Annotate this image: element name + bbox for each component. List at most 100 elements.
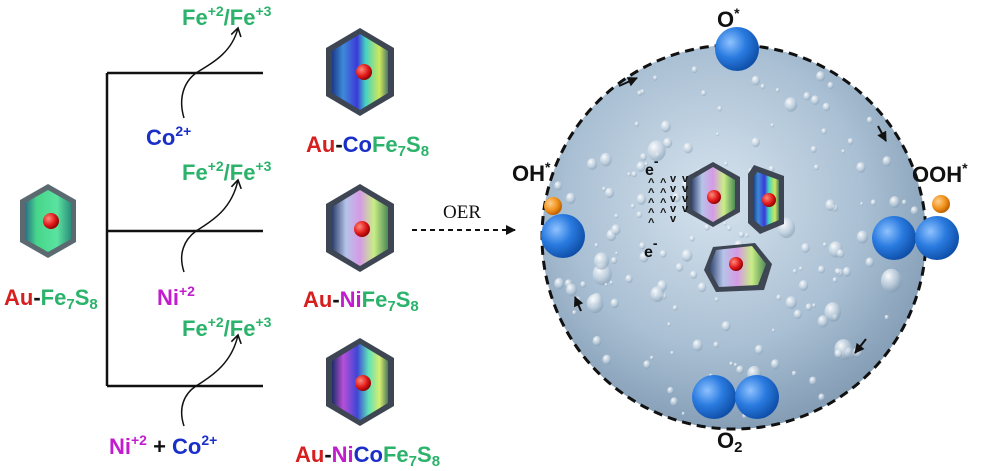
water-droplet [689, 235, 695, 242]
water-droplet [723, 221, 727, 226]
water-droplet [660, 120, 671, 133]
ooh-star-label: OOH* [912, 160, 968, 187]
inner-nanoparticle-tilted [748, 165, 784, 234]
water-droplet [771, 328, 776, 333]
water-droplet [811, 95, 820, 106]
released-ions-label-2: Fe+2/Fe+3 [182, 158, 272, 185]
water-droplet [910, 206, 919, 216]
released-ions-label-1: Fe+2/Fe+3 [182, 3, 272, 30]
water-droplet [733, 362, 738, 367]
released-ions-label-3: Fe+2/Fe+3 [182, 314, 272, 341]
water-droplet [882, 156, 892, 167]
water-droplet [565, 283, 577, 297]
water-droplet [792, 268, 797, 274]
water-droplet [760, 83, 766, 90]
oxygen-atom [692, 375, 736, 419]
water-droplet [798, 280, 809, 291]
svg-text:^: ^ [648, 197, 655, 209]
water-droplet [738, 231, 745, 238]
product-nanoparticle-co [326, 28, 394, 116]
water-droplet [714, 297, 719, 302]
water-droplet [865, 257, 875, 268]
fe-text: Fe [40, 285, 67, 310]
water-droplet [554, 277, 565, 290]
water-droplet [667, 322, 671, 327]
svg-text:^: ^ [648, 177, 655, 189]
water-droplet [717, 105, 723, 112]
water-droplet [824, 302, 841, 322]
water-droplet [841, 149, 845, 154]
oxygen-atom [715, 27, 759, 71]
reagent-label-1: Co2+ [146, 123, 192, 150]
cycle-arrow-top-left [618, 77, 638, 87]
water-droplet [592, 336, 602, 347]
water-droplet [634, 121, 640, 127]
water-droplet [847, 138, 854, 145]
water-droplet [650, 286, 664, 303]
electron-label-bottom: e- [644, 235, 658, 261]
water-droplet [716, 132, 720, 137]
reaction-arrow-1 [180, 26, 242, 119]
water-droplet [643, 360, 651, 369]
water-droplet [672, 305, 678, 311]
water-droplet [745, 233, 749, 238]
cycle-arrow-top-right [877, 125, 887, 142]
water-droplet [636, 161, 646, 172]
water-droplet [834, 349, 843, 359]
water-droplet [611, 257, 618, 264]
svg-text:v: v [682, 193, 689, 205]
water-droplet [670, 350, 674, 356]
water-droplet [832, 277, 838, 283]
reagent-label-3: Ni+2 + Co2+ [109, 432, 218, 459]
water-droplet [701, 90, 707, 97]
adsorbate-oh-star [541, 197, 585, 258]
water-droplet [751, 137, 760, 148]
water-droplet [784, 97, 798, 112]
product-nanoparticle-ni [326, 184, 394, 272]
adsorbate-o2 [692, 375, 779, 419]
water-droplet [822, 102, 831, 112]
water-droplet [604, 187, 615, 199]
water-droplet [821, 128, 827, 135]
water-droplet [791, 370, 797, 377]
water-droplet [565, 192, 576, 204]
water-droplet [704, 224, 710, 231]
oxygen-atom [872, 216, 916, 260]
water-droplet [572, 310, 577, 316]
water-droplet [602, 186, 607, 192]
water-droplet [816, 71, 826, 82]
reaction-arrow-3 [180, 333, 242, 427]
water-droplet [587, 158, 598, 171]
oxygen-atom [915, 216, 959, 260]
gold-core [356, 64, 372, 80]
water-droplet [817, 265, 825, 274]
oh-star-label: OH* [512, 159, 551, 186]
electron-label-top: e- [645, 153, 659, 179]
water-droplet [754, 344, 764, 355]
water-droplet [636, 211, 643, 218]
water-droplet [880, 268, 902, 293]
water-droplet [615, 251, 619, 256]
water-droplet [631, 171, 637, 178]
water-droplet [793, 309, 802, 319]
water-droplet [724, 161, 729, 167]
water-droplet [609, 280, 614, 285]
svg-text:^: ^ [660, 207, 667, 219]
water-droplet [697, 282, 707, 293]
water-droplet [644, 162, 648, 167]
water-droplet [736, 365, 744, 375]
water-droplet [636, 193, 647, 205]
water-droplet [663, 137, 673, 149]
water-droplet [814, 164, 819, 171]
water-droplet [768, 165, 775, 173]
water-droplet [681, 411, 685, 416]
water-droplet [713, 341, 719, 348]
water-droplet [729, 361, 734, 366]
gold-core [355, 375, 371, 391]
svg-text:v: v [670, 203, 677, 215]
water-droplet [683, 142, 693, 154]
oer-label: OER [443, 202, 481, 223]
gold-core [43, 213, 59, 229]
reaction-arrows [180, 26, 242, 427]
